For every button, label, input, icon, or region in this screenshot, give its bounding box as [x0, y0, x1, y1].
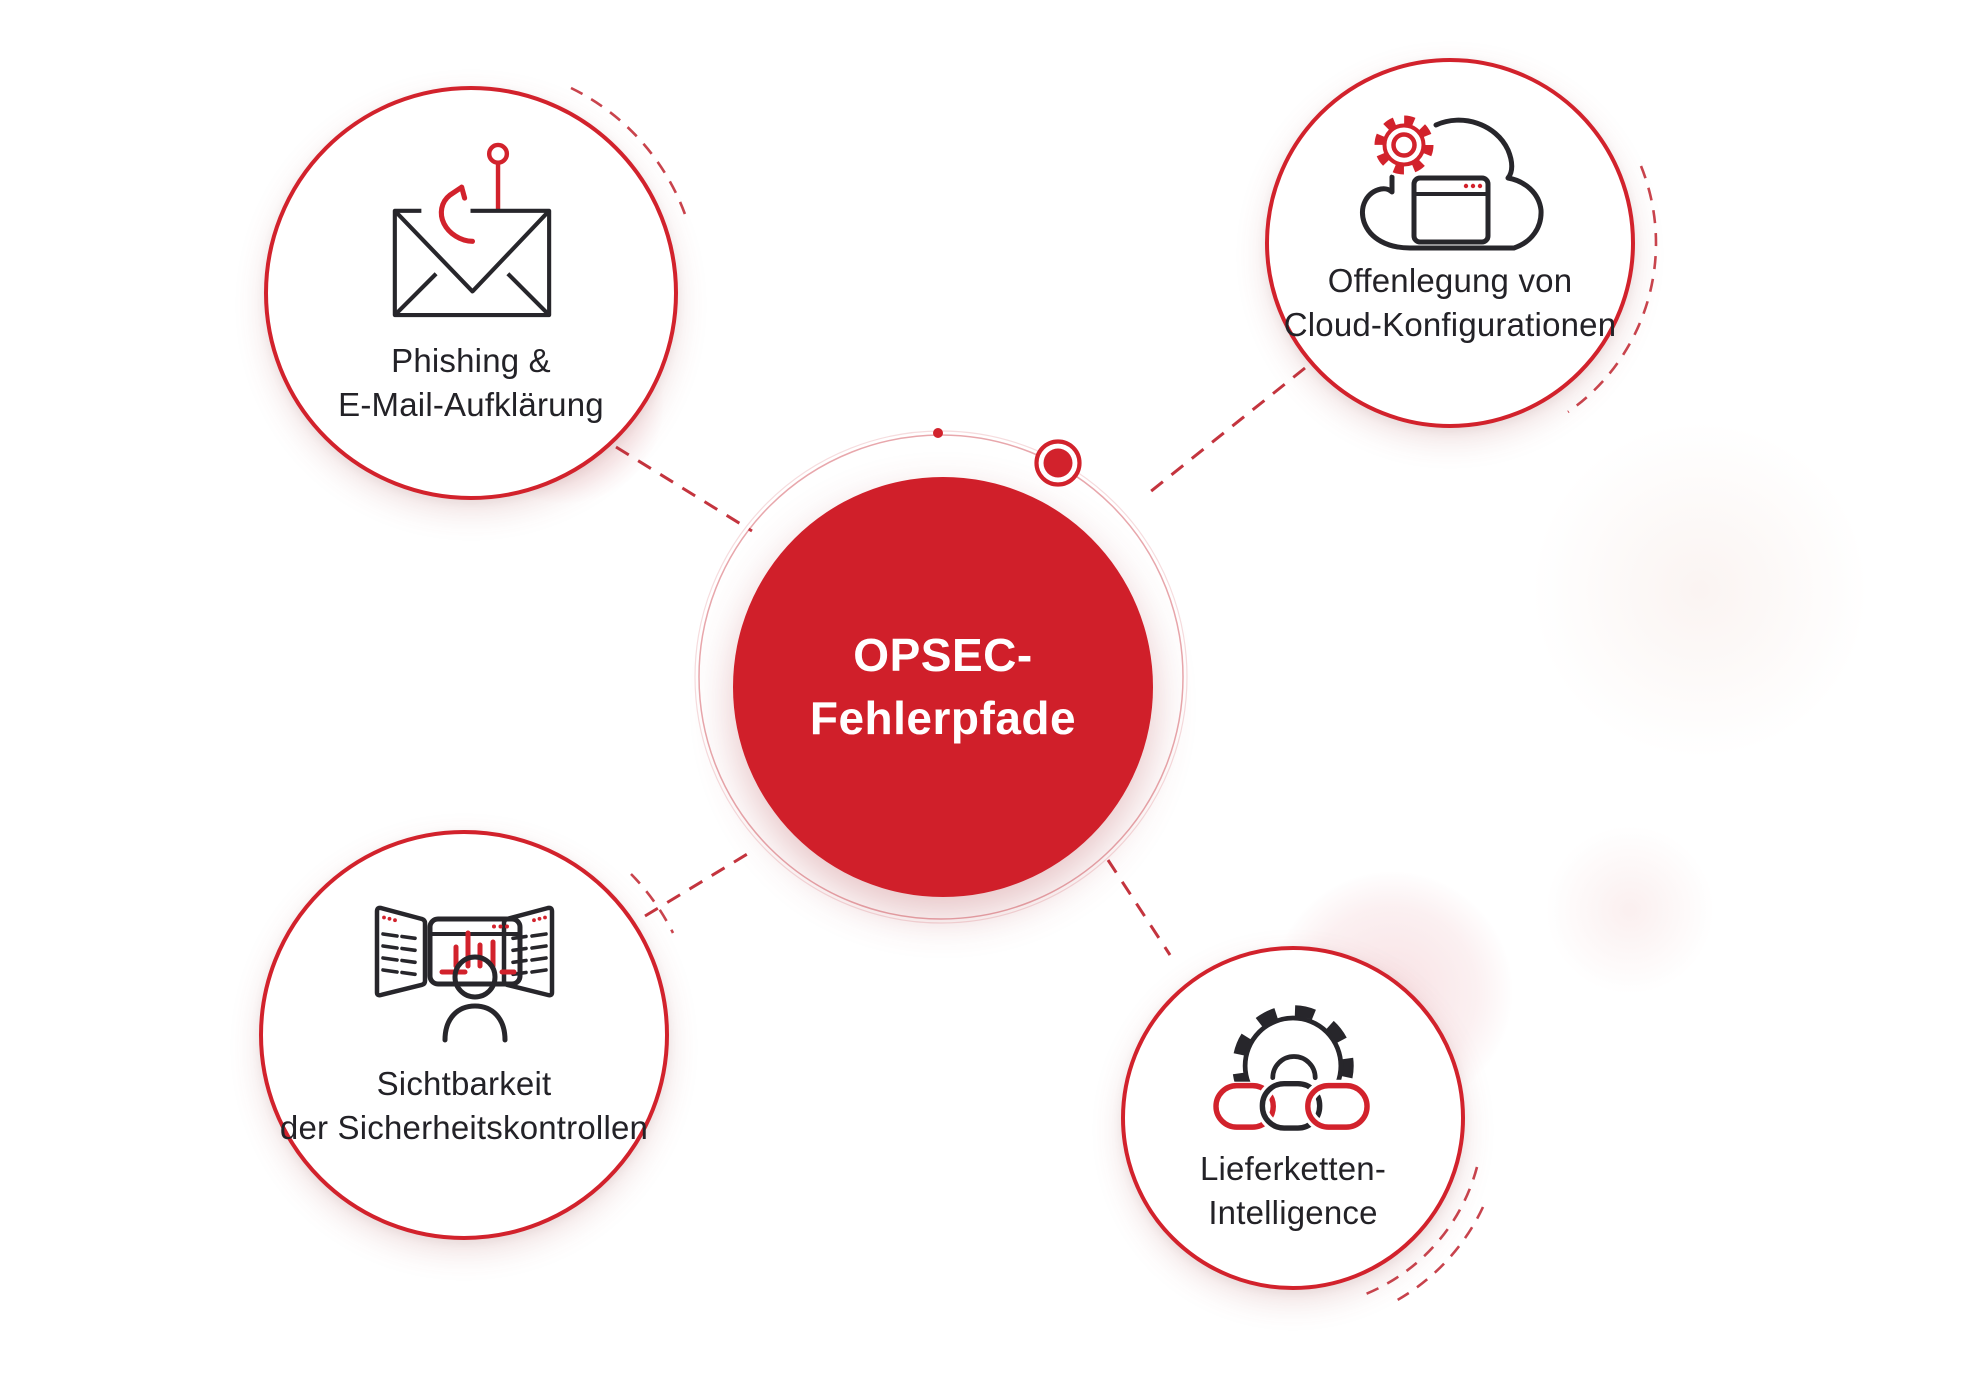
node-label-line1: Phishing & — [391, 342, 551, 379]
center-title-line1: OPSEC- — [853, 628, 1033, 681]
security-monitors-icon — [374, 905, 554, 1043]
ring-top-dot — [933, 428, 943, 438]
node-label-line2: Intelligence — [1208, 1193, 1378, 1231]
connector-bottom-left — [644, 851, 750, 918]
dashed-arc-bottom-right-2 — [1391, 1206, 1485, 1305]
node-label-line1: Offenlegung von — [1327, 262, 1573, 299]
ring-marker-inner — [1043, 448, 1073, 478]
connector-top-left — [615, 445, 753, 533]
node-label-line1: Sichtbarkeit — [376, 1065, 552, 1102]
node-phishing-email: Phishing & E-Mail-Aufklärung — [264, 86, 678, 500]
center-title: OPSEC- Fehlerpfade — [810, 624, 1076, 751]
dashed-arc-top-right — [1567, 165, 1658, 414]
node-label-line1: Lieferketten- — [1199, 1150, 1387, 1187]
node-security-visibility: Sichtbarkeit der Sicherheitskontrollen — [259, 830, 669, 1240]
node-supply-chain: Lieferketten- Intelligence — [1121, 946, 1465, 1290]
node-label-line2: E-Mail-Aufklärung — [338, 385, 604, 423]
node-label-line2: Cloud-Konfigurationen — [1283, 305, 1617, 343]
phishing-mail-icon — [392, 142, 552, 318]
node-label: Sichtbarkeit der Sicherheitskontrollen — [280, 1062, 648, 1149]
node-label: Phishing & E-Mail-Aufklärung — [338, 339, 604, 426]
node-label: Lieferketten- Intelligence — [1200, 1147, 1386, 1234]
cloud-config-icon — [1360, 113, 1544, 251]
node-label-line2: der Sicherheitskontrollen — [279, 1108, 649, 1146]
dashed-arc-top-left — [570, 86, 690, 224]
connector-top-right — [1149, 366, 1306, 494]
supply-chain-icon — [1204, 1005, 1382, 1135]
node-label: Offenlegung von Cloud-Konfigurationen — [1284, 259, 1617, 346]
node-cloud-configurations: Offenlegung von Cloud-Konfigurationen — [1265, 58, 1635, 428]
connector-bottom-right — [1106, 859, 1172, 956]
dashed-arc-bottom-left — [630, 873, 675, 934]
center-node-opsec: OPSEC- Fehlerpfade — [733, 477, 1153, 897]
center-title-line2: Fehlerpfade — [809, 692, 1077, 744]
